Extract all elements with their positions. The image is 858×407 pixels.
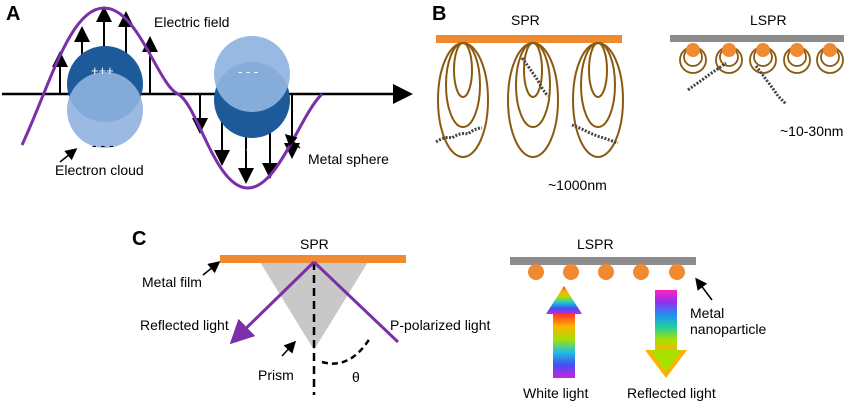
reflected-light-arrow <box>645 290 687 378</box>
spr-field-loops <box>437 42 624 158</box>
metal-film <box>220 255 406 263</box>
spr-metal-film <box>436 35 622 43</box>
electric-field-label: Electric field <box>154 14 229 30</box>
minus-left: - - - <box>92 137 114 153</box>
panel-label-b: B <box>432 3 446 25</box>
lspr-c-label: LSPR <box>577 236 614 252</box>
minus-right: - - - <box>238 64 258 79</box>
plus-left: +++ <box>91 63 114 78</box>
spr-molecules <box>435 57 619 145</box>
metal-sphere-right <box>214 36 290 138</box>
reflected-light-label-lspr: Reflected light <box>627 385 716 401</box>
spr-size-label: ~1000nm <box>548 177 607 193</box>
lspr-nanoparticles-b <box>679 43 844 74</box>
lspr-size-label: ~10-30nm <box>780 123 843 139</box>
plus-right: +++ <box>238 142 261 157</box>
spr-c-label: SPR <box>300 236 329 252</box>
lspr-metal-film-b <box>670 35 844 42</box>
reflected-light-ray <box>229 260 316 345</box>
metal-film-label: Metal film <box>142 274 202 290</box>
p-polarized-light-label: P-polarized light <box>390 317 490 333</box>
panel-label-c: C <box>132 228 146 250</box>
lspr-nanoparticles-c <box>528 264 685 280</box>
metal-film-pointer <box>202 261 221 276</box>
theta-label: θ <box>352 369 360 385</box>
electron-cloud-pointer <box>59 148 78 163</box>
angle-arc <box>321 337 372 365</box>
reflected-light-label-c: Reflected light <box>140 317 229 333</box>
prism-label: Prism <box>258 367 294 383</box>
incident-light-ray <box>312 260 400 344</box>
spr-b-label: SPR <box>511 12 540 28</box>
prism-pointer <box>281 340 297 357</box>
metal-sphere-label: Metal sphere <box>308 151 389 167</box>
nanoparticle-pointer <box>695 277 713 301</box>
white-light-arrow <box>546 286 582 378</box>
white-light-label: White light <box>523 385 588 401</box>
lspr-b-label: LSPR <box>750 12 787 28</box>
panel-label-a: A <box>6 3 20 25</box>
metal-sphere-left <box>67 46 143 148</box>
electric-field-wave <box>20 6 324 190</box>
metal-label: Metal <box>690 305 724 321</box>
lspr-metal-film-c <box>510 257 696 265</box>
metal-sphere-pointer <box>284 133 301 149</box>
electron-cloud-label: Electron cloud <box>55 162 144 178</box>
nanoparticle-label: nanoparticle <box>690 321 766 337</box>
lspr-molecules <box>687 61 788 106</box>
